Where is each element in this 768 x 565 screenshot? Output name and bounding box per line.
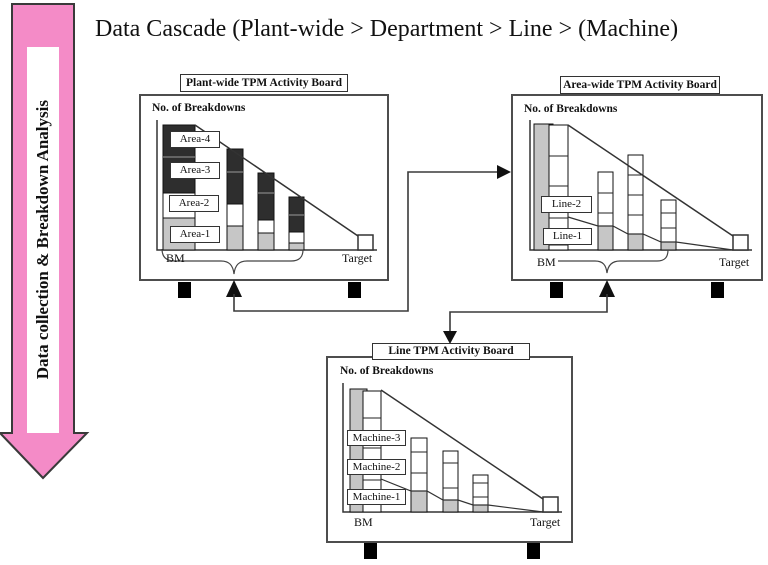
line-bm-label: BM bbox=[354, 515, 373, 529]
area-board-title: Area-wide TPM Activity Board bbox=[560, 76, 720, 94]
board-leg bbox=[348, 282, 361, 298]
bar-segment bbox=[597, 225, 614, 251]
area-panel bbox=[511, 94, 763, 298]
page-title: Data Cascade (Plant-wide > Department > … bbox=[95, 16, 679, 42]
connector-line bbox=[233, 171, 499, 312]
tag-machine-1: Machine-1 bbox=[347, 489, 406, 505]
bar-segment bbox=[257, 219, 275, 234]
area-y-axis-label: No. of Breakdowns bbox=[524, 103, 618, 115]
line-trend-line bbox=[380, 389, 544, 500]
area-target-marker bbox=[732, 234, 749, 251]
bar-segment bbox=[597, 171, 614, 227]
segment-divider bbox=[661, 212, 676, 229]
right-arrowhead bbox=[497, 165, 511, 179]
plant-board-title: Plant-wide TPM Activity Board bbox=[180, 74, 348, 92]
segment-divider bbox=[473, 482, 488, 498]
bar-segment bbox=[257, 172, 275, 221]
line-target-marker bbox=[542, 496, 559, 513]
line-board-title: Line TPM Activity Board bbox=[372, 343, 530, 360]
area-brace bbox=[558, 249, 669, 274]
side-arrow-label: Data collection & Breakdown Analysis bbox=[33, 100, 52, 380]
board-leg bbox=[178, 282, 191, 298]
segment-divider bbox=[443, 462, 458, 489]
area-axes bbox=[529, 120, 752, 251]
line-y-axis-label: No. of Breakdowns bbox=[340, 365, 434, 377]
bar-segment bbox=[288, 231, 305, 244]
area-secondary-trend-line bbox=[567, 216, 734, 251]
bar-segment bbox=[410, 490, 428, 513]
area-trend-line bbox=[567, 124, 734, 237]
connector-line bbox=[449, 294, 608, 332]
line-axes bbox=[342, 383, 562, 513]
up-arrowhead bbox=[226, 280, 242, 297]
side-arrow-label-wrap: Data collection & Breakdown Analysis bbox=[26, 47, 60, 433]
board-leg bbox=[527, 543, 540, 559]
segment-divider bbox=[598, 192, 613, 214]
plant-y-axis-label: No. of Breakdowns bbox=[152, 102, 246, 114]
bar-segment bbox=[627, 233, 644, 251]
side-arrow-inner-panel bbox=[27, 47, 59, 433]
down-arrowhead bbox=[443, 331, 457, 344]
tag-area-2: Area-2 bbox=[169, 195, 219, 212]
bar-segment bbox=[410, 437, 428, 492]
bar-segment bbox=[362, 390, 382, 513]
area-bars bbox=[533, 123, 677, 251]
up-arrowhead bbox=[599, 280, 615, 297]
bar-segment bbox=[660, 241, 677, 251]
connector-plant-to-area bbox=[233, 165, 511, 312]
plant-panel bbox=[139, 94, 389, 298]
tag-line-2: Line-2 bbox=[541, 196, 592, 213]
segment-divider bbox=[363, 417, 381, 481]
bar-segment bbox=[288, 242, 305, 251]
connector-area-to-line bbox=[443, 294, 608, 344]
board-leg bbox=[364, 543, 377, 559]
bar-segment bbox=[472, 504, 489, 513]
bar-segment bbox=[226, 203, 244, 227]
board-leg bbox=[550, 282, 563, 298]
bar-segment bbox=[442, 450, 459, 501]
bar-segment bbox=[226, 148, 244, 205]
segment-divider bbox=[549, 155, 568, 246]
tag-line-1: Line-1 bbox=[543, 228, 592, 245]
bar-segment bbox=[660, 199, 677, 243]
area-target-label: Target bbox=[719, 255, 750, 269]
bar-segment bbox=[226, 225, 244, 251]
tag-area-3: Area-3 bbox=[170, 162, 220, 179]
plant-brace bbox=[161, 248, 304, 275]
tag-area-4: Area-4 bbox=[170, 131, 220, 148]
board-leg bbox=[711, 282, 724, 298]
side-arrow-shape bbox=[0, 3, 90, 480]
bar-segment bbox=[472, 474, 489, 506]
bar-segment bbox=[257, 232, 275, 251]
line-target-label: Target bbox=[530, 515, 561, 529]
line-secondary-trend-line bbox=[380, 478, 544, 513]
tag-machine-2: Machine-2 bbox=[347, 459, 406, 475]
tag-area-1: Area-1 bbox=[170, 226, 220, 243]
plant-bm-label: BM bbox=[166, 251, 185, 265]
tag-machine-3: Machine-3 bbox=[347, 430, 406, 446]
line-bars bbox=[349, 388, 489, 513]
bar-segment bbox=[442, 499, 459, 513]
plant-target-label: Target bbox=[342, 251, 373, 265]
line-panel bbox=[326, 356, 573, 559]
segment-divider bbox=[628, 174, 643, 216]
plant-trend-line bbox=[194, 124, 359, 237]
segment-divider bbox=[411, 451, 427, 474]
plant-target-marker bbox=[357, 234, 374, 251]
area-bm-label: BM bbox=[537, 255, 556, 269]
